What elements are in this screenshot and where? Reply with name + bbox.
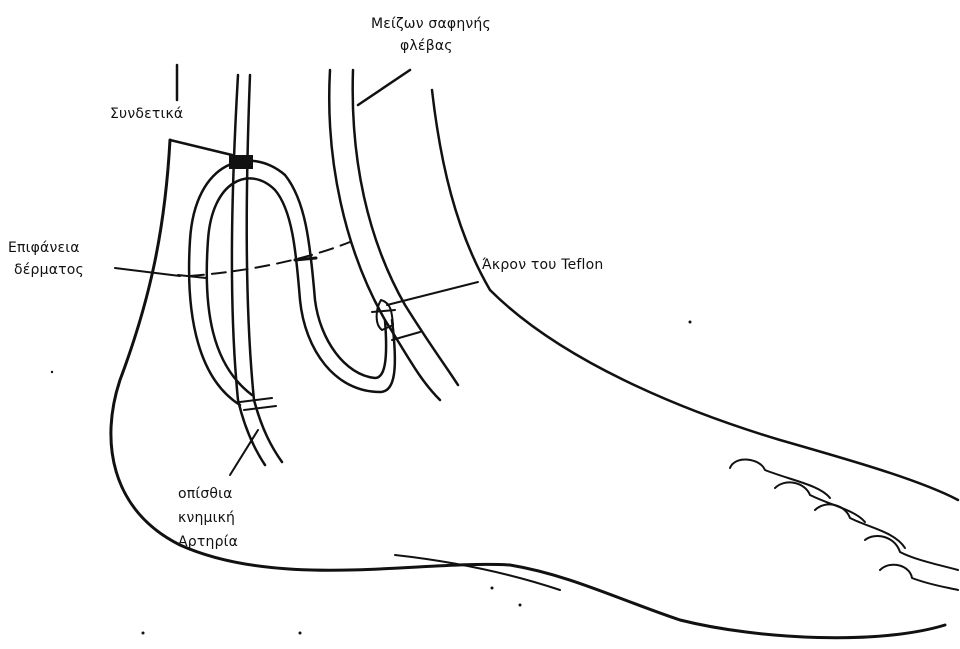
label-great-saphenous-line2: φλέβας — [400, 36, 453, 56]
toes — [730, 460, 958, 590]
label-posterior-tibial-line3: Αρτηρία — [178, 532, 238, 552]
label-posterior-tibial-line1: οπίσθια — [178, 484, 233, 504]
label-skin-surface-line2: δέρματος — [14, 260, 84, 280]
skin-surface-line — [190, 242, 350, 276]
label-teflon-tip: Άκρον του Teflon — [482, 255, 603, 275]
foot-outline — [111, 90, 958, 638]
label-posterior-tibial-line2: κνημική — [178, 508, 235, 528]
label-great-saphenous-line1: Μείζων σαφηνής — [371, 14, 491, 34]
label-ligatures: Συνδετικά — [110, 104, 183, 124]
label-skin-surface-line1: Επιφάνεια — [8, 238, 80, 258]
